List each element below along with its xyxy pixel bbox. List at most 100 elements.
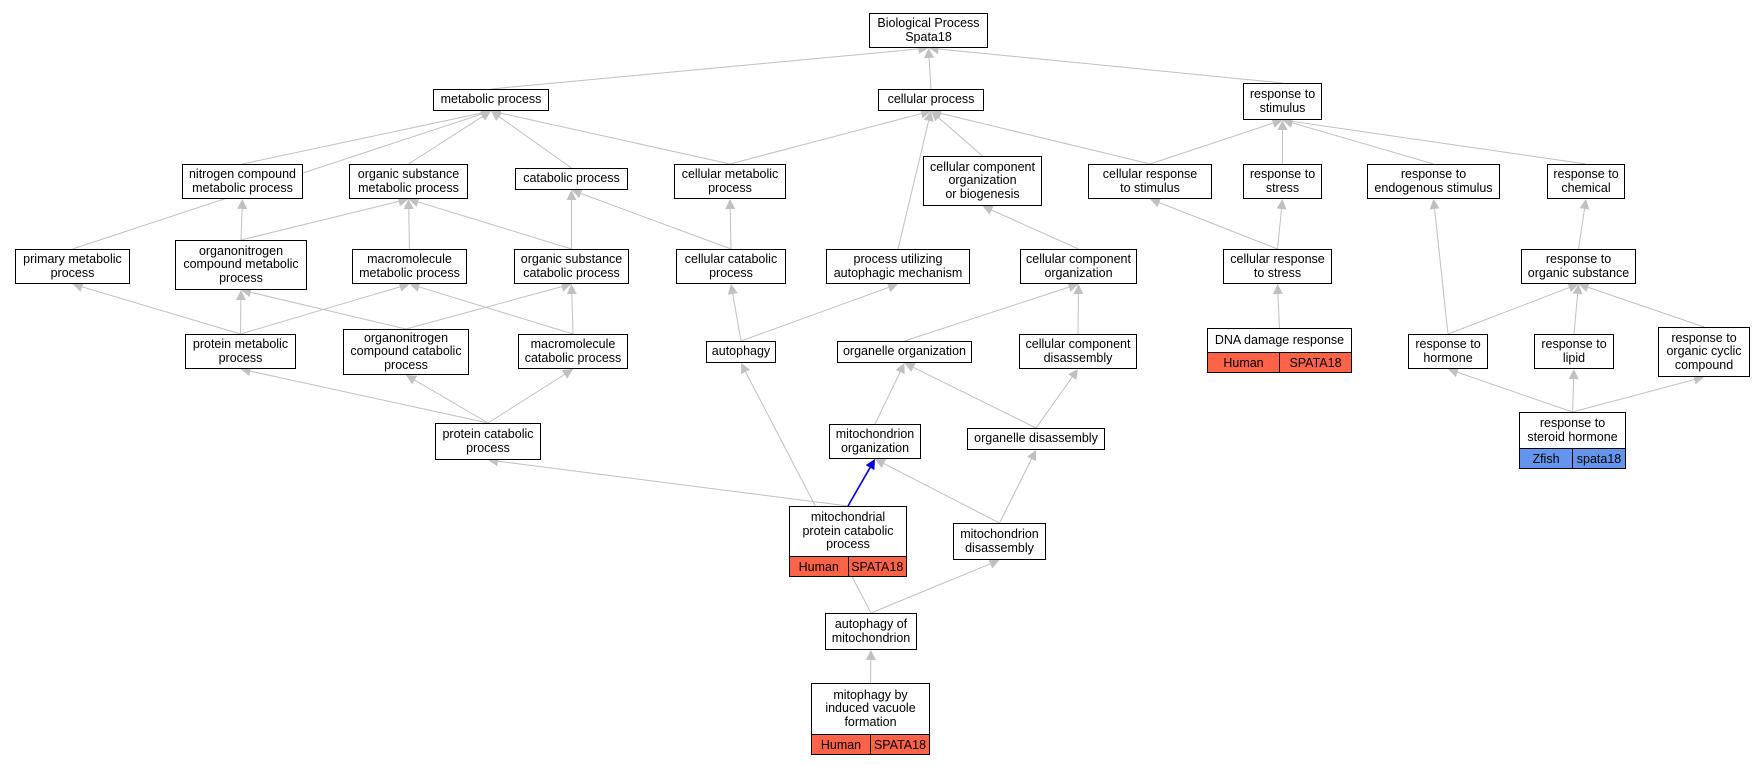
node-organelledis[interactable]: organelle disassembly bbox=[967, 428, 1105, 450]
node-label: cellular component organization bbox=[1026, 252, 1131, 280]
arrowhead bbox=[1448, 367, 1460, 377]
edge-rsteroid-to-rcyclic bbox=[1572, 379, 1695, 413]
node-label: cellular process bbox=[887, 92, 975, 107]
arrowhead bbox=[920, 108, 931, 119]
edge-protcat-to-protmet bbox=[250, 370, 489, 424]
annotation-row: Human SPATA18 bbox=[790, 556, 906, 576]
node-orgsub[interactable]: organic substance metabolic process bbox=[349, 164, 468, 199]
node-rchem[interactable]: response to chemical bbox=[1547, 164, 1625, 199]
node-rstim[interactable]: response to stimulus bbox=[1243, 83, 1322, 120]
node-mitoorg[interactable]: mitochondrion organization bbox=[829, 424, 921, 459]
node-macrocat[interactable]: macromolecule catabolic process bbox=[518, 334, 628, 369]
node-orgnitcat[interactable]: organonitrogen compound catabolic proces… bbox=[343, 329, 469, 375]
edge-macromol-to-orgsub bbox=[408, 208, 410, 250]
edge-mitoorg-to-organelleorg bbox=[874, 371, 901, 425]
node-rstress[interactable]: response to stress bbox=[1243, 164, 1322, 199]
node-label: response to steroid hormone bbox=[1527, 416, 1618, 444]
node-rcyclic[interactable]: response to organic cyclic compound bbox=[1658, 327, 1750, 377]
node-label: autophagy bbox=[711, 344, 771, 359]
node-label: response to endogenous stimulus bbox=[1374, 167, 1493, 195]
edge-autophagy-to-autoph bbox=[740, 286, 889, 342]
node-ccob[interactable]: cellular component organization or bioge… bbox=[923, 156, 1042, 206]
node-label: mitochondrion organization bbox=[835, 427, 915, 455]
node-cellcat[interactable]: cellular catabolic process bbox=[676, 249, 786, 284]
node-bp[interactable]: Biological Process Spata18 bbox=[869, 13, 988, 48]
node-macromol[interactable]: macromolecule metabolic process bbox=[352, 249, 467, 284]
edge-rstim-to-bp bbox=[938, 48, 1283, 84]
node-label: organic substance catabolic process bbox=[520, 252, 623, 280]
edge-metabolic-to-bp bbox=[490, 48, 919, 90]
node-mitodis[interactable]: mitochondrion disassembly bbox=[953, 523, 1046, 560]
edge-rorgsub-to-rchem bbox=[1578, 208, 1586, 250]
node-cellmet[interactable]: cellular metabolic process bbox=[674, 164, 786, 199]
edge-protmet-to-primary bbox=[81, 286, 241, 335]
edge-ccob-to-cellular bbox=[938, 117, 983, 157]
arrowhead bbox=[1572, 284, 1583, 295]
arrowhead bbox=[923, 111, 934, 122]
arrowhead bbox=[1027, 450, 1036, 462]
species-label: Zfish bbox=[1532, 451, 1560, 466]
node-organonit[interactable]: organonitrogen compound metabolic proces… bbox=[175, 240, 307, 290]
edge-protcat-to-macrocat bbox=[487, 373, 565, 424]
node-cellrstim[interactable]: cellular response to stimulus bbox=[1088, 164, 1212, 199]
edge-orgsubcat-to-orgsub bbox=[417, 201, 572, 250]
edge-cellrstim-to-rstim bbox=[1149, 122, 1274, 165]
edge-orgnitcat-to-organonit bbox=[250, 291, 407, 330]
arrowhead bbox=[1271, 118, 1283, 128]
arrowhead bbox=[895, 363, 905, 375]
gene-label: SPATA18 bbox=[847, 557, 907, 576]
node-organelleorg[interactable]: organelle organization bbox=[837, 341, 972, 363]
arrowhead bbox=[406, 375, 418, 385]
edge-cellrstim-to-cellular bbox=[940, 112, 1151, 165]
node-label: mitochondrion disassembly bbox=[960, 527, 1039, 555]
edge-rhormone-to-rendo bbox=[1434, 208, 1449, 335]
species-label: Human bbox=[820, 737, 862, 752]
node-label: Biological Process Spata18 bbox=[877, 16, 980, 44]
edge-mitoprot-to-mitoorg bbox=[847, 467, 871, 507]
node-label: nitrogen compound metabolic process bbox=[188, 167, 297, 195]
node-orgsubcat[interactable]: organic substance catabolic process bbox=[514, 249, 629, 284]
node-nitrogen[interactable]: nitrogen compound metabolic process bbox=[182, 164, 303, 199]
node-label: protein catabolic process bbox=[442, 427, 534, 455]
node-rendo[interactable]: response to endogenous stimulus bbox=[1367, 164, 1500, 199]
node-label: response to stress bbox=[1249, 167, 1316, 195]
node-autmito[interactable]: autophagy of mitochondrion bbox=[825, 613, 917, 650]
node-label: metabolic process bbox=[440, 92, 542, 107]
node-primary[interactable]: primary metabolic process bbox=[15, 249, 130, 284]
edge-organelledis-to-ccdis bbox=[1035, 376, 1073, 429]
arrowhead bbox=[741, 363, 751, 375]
edge-protmet-to-macromol bbox=[240, 286, 401, 335]
node-rorgsub[interactable]: response to organic substance bbox=[1521, 249, 1636, 284]
node-cellrstress[interactable]: cellular response to stress bbox=[1223, 249, 1332, 284]
arrowhead bbox=[1150, 197, 1162, 208]
arrowhead bbox=[725, 199, 736, 210]
arrowhead bbox=[904, 362, 916, 372]
arrowhead bbox=[566, 284, 577, 295]
species-label: Human bbox=[798, 559, 839, 574]
node-rlipid[interactable]: response to lipid bbox=[1534, 334, 1614, 369]
node-protcat[interactable]: protein catabolic process bbox=[435, 423, 541, 460]
edge-organelleorg-to-cco bbox=[904, 286, 1070, 342]
node-rhormone[interactable]: response to hormone bbox=[1408, 334, 1488, 369]
node-autoph[interactable]: process utilizing autophagic mechanism bbox=[826, 249, 970, 284]
node-label: cellular response to stress bbox=[1230, 252, 1325, 280]
node-protmet[interactable]: protein metabolic process bbox=[185, 334, 296, 369]
node-metabolic[interactable]: metabolic process bbox=[433, 89, 549, 111]
node-label: macromolecule catabolic process bbox=[524, 337, 622, 365]
node-label: cellular component organization or bioge… bbox=[930, 159, 1035, 201]
node-cellular[interactable]: cellular process bbox=[878, 89, 984, 111]
arrowhead bbox=[479, 109, 491, 119]
node-cco[interactable]: cellular component organization bbox=[1020, 249, 1137, 284]
edge-orgsub-to-metabolic bbox=[408, 115, 483, 165]
node-catabolic[interactable]: catabolic process bbox=[515, 168, 628, 190]
arrowhead bbox=[1277, 120, 1288, 130]
node-autophagy[interactable]: autophagy bbox=[706, 341, 776, 363]
edge-autophagy-to-cellcat bbox=[732, 293, 742, 342]
edge-rsteroid-to-rlipid bbox=[1572, 378, 1575, 413]
node-ccdis[interactable]: cellular component disassembly bbox=[1019, 334, 1137, 369]
edge-rlipid-to-rorgsub bbox=[1573, 293, 1579, 335]
